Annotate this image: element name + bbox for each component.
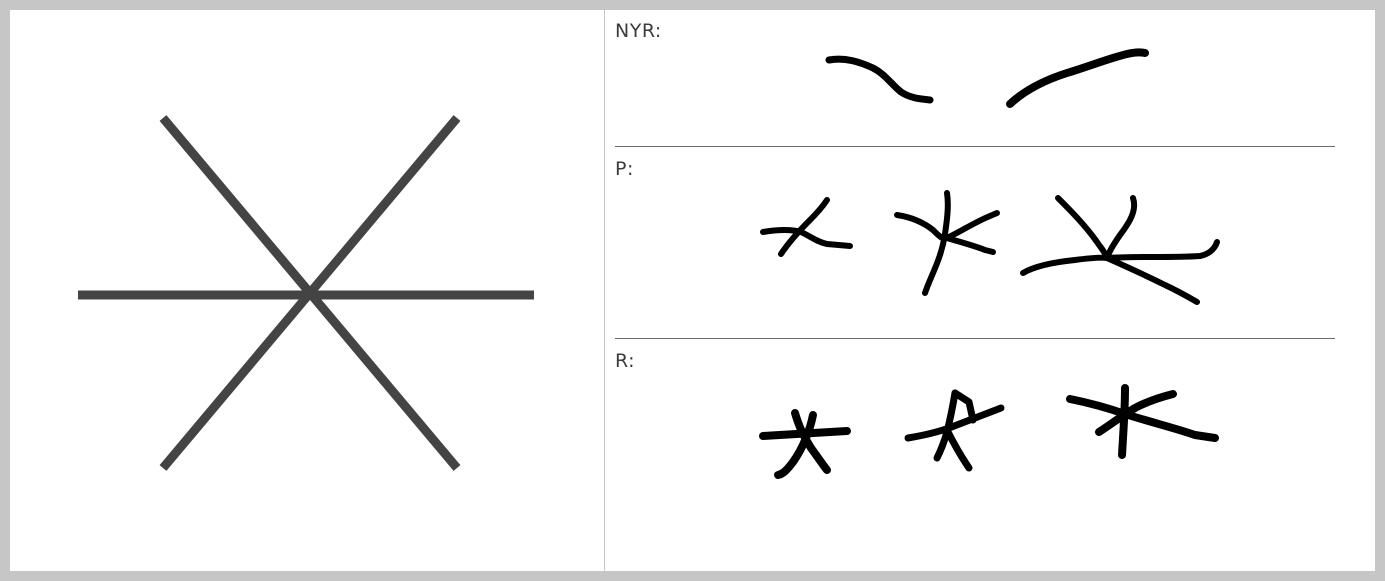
nyr-stroke-2 (1006, 48, 1149, 108)
row-label-p: P: (615, 158, 634, 180)
r-drawings (759, 384, 1219, 479)
nyr-drawings (825, 48, 1149, 108)
responses-panel: NYR: P: (605, 10, 1375, 571)
p-drawing-1 (760, 197, 853, 257)
row-divider-2 (615, 338, 1335, 339)
r-drawing-1 (759, 409, 851, 479)
six-armed-asterisk-icon (78, 115, 534, 471)
p-drawing-3 (1020, 195, 1220, 305)
row-divider-1 (615, 146, 1335, 147)
row-label-r: R: (615, 350, 636, 372)
r-drawing-3 (1066, 384, 1219, 459)
reference-panel (10, 10, 604, 571)
r-drawing-2 (904, 389, 1005, 472)
panel-divider (604, 10, 605, 571)
p-drawings (760, 190, 1220, 305)
reference-diagonal-stroke-b (159, 115, 461, 471)
nyr-stroke-1 (825, 55, 934, 104)
row-label-nyr: NYR: (615, 20, 662, 42)
p-drawing-2 (894, 190, 1000, 296)
